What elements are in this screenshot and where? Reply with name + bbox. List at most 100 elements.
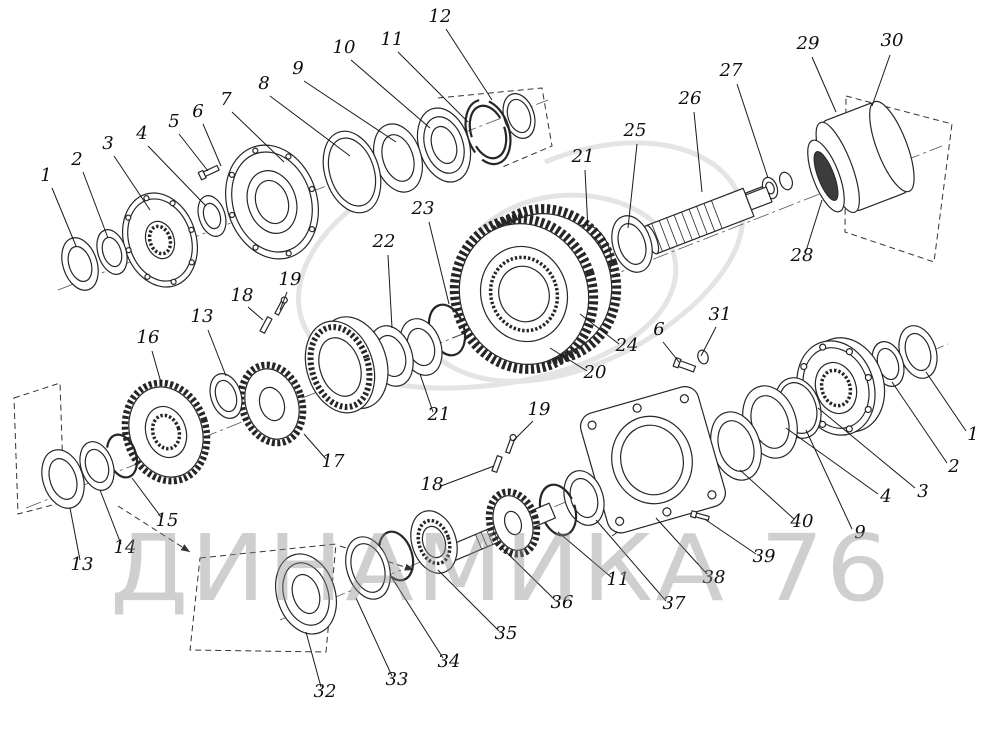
part-20-main-gear <box>449 214 599 374</box>
part-callout: 11 <box>557 531 630 590</box>
part-5-bolt <box>197 164 220 181</box>
part-number-label: 3 <box>917 481 928 502</box>
part-1-lock-nut <box>61 237 99 291</box>
part-17-clutch-drum <box>304 316 389 414</box>
part-callout: 34 <box>391 577 460 672</box>
leader-line <box>355 597 393 677</box>
dashed-box <box>437 87 553 169</box>
part-number-label: 6 <box>653 319 664 340</box>
part-callout: 20 <box>549 347 606 383</box>
part-number-label: 16 <box>137 327 160 348</box>
leader-line <box>428 221 450 305</box>
part-callout: 30 <box>871 30 904 107</box>
part-number-label: 6 <box>192 101 203 122</box>
part-number-label: 30 <box>881 30 904 51</box>
part-callout: 21 <box>419 373 450 425</box>
part-38-bearing-housing <box>579 386 726 534</box>
part-callout: 18 <box>231 285 264 321</box>
part-number-label: 1 <box>40 165 51 186</box>
part-callout: 37 <box>595 519 686 614</box>
part-34-snap-ring <box>377 530 415 582</box>
leader-line <box>131 477 162 518</box>
leader-line <box>805 199 823 252</box>
part-number-label: 11 <box>381 29 404 50</box>
leader-line <box>627 143 638 229</box>
part-29-piston <box>807 139 845 213</box>
part-callout: 31 <box>700 304 731 357</box>
dashed-box <box>189 543 337 653</box>
leader-line <box>147 145 207 207</box>
leader-line <box>811 56 837 113</box>
part-callout: 6 <box>192 101 222 167</box>
leader-line <box>440 465 495 487</box>
part-39-bolt <box>689 510 710 521</box>
part-callout: 7 <box>220 89 285 163</box>
watermark-text: ДИНАМИКА 76 <box>110 515 892 622</box>
part-number-label: 18 <box>231 285 254 306</box>
part-35-splined-washer <box>410 510 458 574</box>
part-callout: 3 <box>817 407 929 502</box>
part-number-label: 39 <box>753 546 776 567</box>
part-callout: 9 <box>292 58 397 143</box>
part-number-label: 40 <box>790 511 814 532</box>
part-number-label: 17 <box>322 451 345 472</box>
part-number-label: 33 <box>386 669 409 690</box>
part-17-gear <box>237 361 307 447</box>
part-number-label: 9 <box>854 522 865 543</box>
leader-line <box>584 169 589 231</box>
part-callout: 19 <box>279 269 302 311</box>
part-25-ring <box>611 215 653 273</box>
part-callout: 29 <box>796 33 837 113</box>
leader-line <box>437 569 500 632</box>
leader-line <box>557 531 612 578</box>
part-number-label: 3 <box>102 133 113 154</box>
part-number-label: 8 <box>258 73 269 94</box>
leader-line <box>303 433 327 460</box>
part-36-gear <box>485 488 541 558</box>
part-callout: 6 <box>653 319 680 363</box>
leader-line <box>305 631 322 688</box>
leader-line <box>113 155 151 211</box>
part-number-label: 29 <box>796 33 820 54</box>
arrowhead <box>180 544 190 552</box>
leader-line <box>785 427 879 495</box>
part-26-splined-shaft <box>643 186 773 255</box>
dashed-box <box>13 382 65 515</box>
leader-line <box>925 371 967 432</box>
leader-line <box>805 429 853 530</box>
part-callout: 16 <box>137 327 163 387</box>
part-callout: 32 <box>305 631 336 702</box>
part-number-label: 2 <box>70 149 82 170</box>
part-40-ring <box>710 411 762 481</box>
part-callout: 11 <box>381 29 469 123</box>
part-callout: 22 <box>372 231 396 329</box>
part-3-drive-flange <box>122 192 198 288</box>
leader-line <box>655 517 708 575</box>
part-1-lock-nut <box>898 325 938 379</box>
part-number-label: 11 <box>607 569 630 590</box>
leader-line <box>202 123 222 167</box>
part-number-label: 7 <box>220 89 232 110</box>
leader-line <box>387 254 393 329</box>
part-number-label: 13 <box>191 306 214 327</box>
part-number-label: 22 <box>372 231 396 252</box>
part-10-bearing <box>416 107 472 183</box>
part-callout: 2 <box>891 381 960 477</box>
part-number-label: 2 <box>947 456 959 477</box>
part-number-label: 21 <box>571 146 595 167</box>
part-number-label: 12 <box>429 6 452 27</box>
part-number-label: 25 <box>623 120 647 141</box>
part-callout: 35 <box>437 569 517 644</box>
part-number-label: 13 <box>71 554 94 575</box>
part-number-label: 24 <box>615 335 639 356</box>
part-4-washer <box>197 195 227 237</box>
part-callout: 23 <box>411 198 450 305</box>
part-6-bolt <box>672 357 697 373</box>
part-number-label: 19 <box>279 269 302 290</box>
part-callout: 8 <box>258 73 351 157</box>
part-callout: 12 <box>429 6 493 101</box>
part-number-label: 36 <box>551 592 574 613</box>
part-30-housing-cup <box>815 100 915 214</box>
